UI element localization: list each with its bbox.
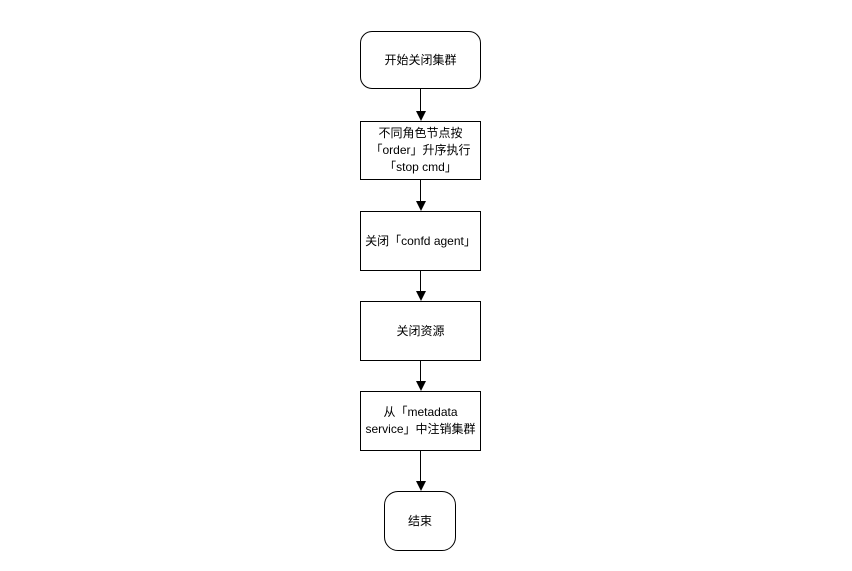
connector-line xyxy=(419,361,422,382)
connector-line xyxy=(419,89,422,112)
arrowhead-down-icon xyxy=(415,481,426,491)
flow-node-end: 结束 xyxy=(384,491,456,551)
connector-line xyxy=(419,180,422,202)
arrow-down-connector-4 xyxy=(415,361,426,391)
arrow-down-connector-2 xyxy=(415,180,426,211)
arrowhead-down-icon xyxy=(415,201,426,211)
arrow-down-connector-3 xyxy=(415,271,426,301)
flow-node-close-resources: 关闭资源 xyxy=(360,301,481,361)
arrowhead-down-icon xyxy=(415,111,426,121)
arrow-down-connector-1 xyxy=(415,89,426,121)
flow-node-exec-stop-cmd: 不同角色节点按 「order」升序执行 「stop cmd」 xyxy=(360,121,481,180)
flow-node-deregister-cluster: 从「metadata service」中注销集群 xyxy=(360,391,481,451)
flow-node-start: 开始关闭集群 xyxy=(360,31,481,89)
flow-node-stop-confd-agent: 关闭「confd agent」 xyxy=(360,211,481,271)
arrowhead-down-icon xyxy=(415,381,426,391)
connector-line xyxy=(419,451,422,482)
arrow-down-connector-5 xyxy=(415,451,426,491)
arrowhead-down-icon xyxy=(415,291,426,301)
connector-line xyxy=(419,271,422,292)
